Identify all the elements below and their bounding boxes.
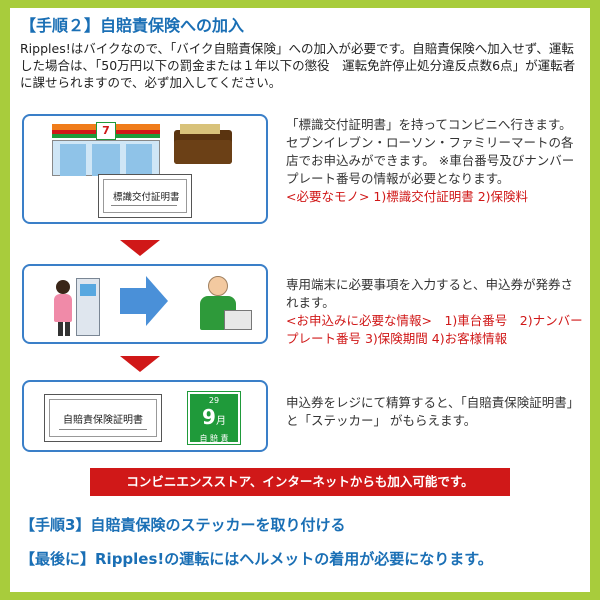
store-clerk-icon — [194, 274, 254, 338]
step3-description: 申込券をレジにて精算すると、「自賠責保険証明書」と「ステッカー」 がもらえます。 — [286, 395, 580, 428]
store-sign: 7 — [96, 122, 116, 140]
right-arrow-icon — [120, 288, 146, 314]
step2-description: 専用端末に必要事項を入力すると、申込券が発券されます。 <お申込みに必要な情報>… — [286, 276, 584, 348]
wallet-icon — [174, 124, 232, 164]
intro-text: Ripples!はバイクなので、「バイク自賠責保険」への加入が必要です。自賠責保… — [20, 41, 576, 90]
step2-text: 専用端末に必要事項を入力すると、申込券が発券されます。 — [286, 277, 574, 310]
step1-illustration: 7 標識交付証明書 — [22, 114, 268, 224]
step2-required-info: <お申込みに必要な情報> 1)車台番号 2)ナンバープレート番号 3)保険期間 … — [286, 313, 583, 346]
insurance-sticker-icon: 29 9月 自 賠 責 — [188, 392, 240, 444]
down-arrow-icon — [120, 240, 160, 256]
step3-illustration: 自賠責保険証明書 29 9月 自 賠 責 — [22, 380, 268, 452]
registration-certificate-icon: 標識交付証明書 — [98, 174, 192, 218]
sticker-month-unit: 月 — [215, 416, 226, 427]
availability-banner: コンビニエンスストア、インターネットからも加入可能です。 — [90, 468, 510, 496]
convenience-store-icon: 7 — [52, 122, 160, 176]
kiosk-terminal-icon — [54, 274, 104, 338]
page-title: 【手順２】自賠責保険への加入 — [20, 16, 245, 35]
step3-heading: 【手順3】自賠責保険のステッカーを取り付ける — [20, 516, 346, 534]
content-panel: 【手順２】自賠責保険への加入 Ripples!はバイクなので、「バイク自賠責保険… — [10, 8, 590, 592]
sticker-year: 29 — [208, 396, 220, 405]
liability-certificate-icon: 自賠責保険証明書 — [44, 394, 162, 442]
right-arrow-head — [146, 276, 168, 326]
step1-description: 「標識交付証明書」を持ってコンビニへ行きます。 セブンイレブン・ローソン・ファミ… — [286, 116, 584, 206]
sticker-month: 9 — [202, 405, 216, 429]
sticker-text: 自 賠 責 — [199, 434, 229, 443]
step1-required-items: <必要なモノ> 1)標識交付証明書 2)保険料 — [286, 189, 529, 204]
registration-certificate-label: 標識交付証明書 — [113, 192, 180, 203]
step2-illustration — [22, 264, 268, 344]
step1-text: 「標識交付証明書」を持ってコンビニへ行きます。 セブンイレブン・ローソン・ファミ… — [286, 117, 575, 186]
final-note: 【最後に】Ripples!の運転にはヘルメットの着用が必要になります。 — [20, 550, 493, 568]
liability-certificate-label: 自賠責保険証明書 — [63, 415, 143, 426]
down-arrow-icon-2 — [120, 356, 160, 372]
